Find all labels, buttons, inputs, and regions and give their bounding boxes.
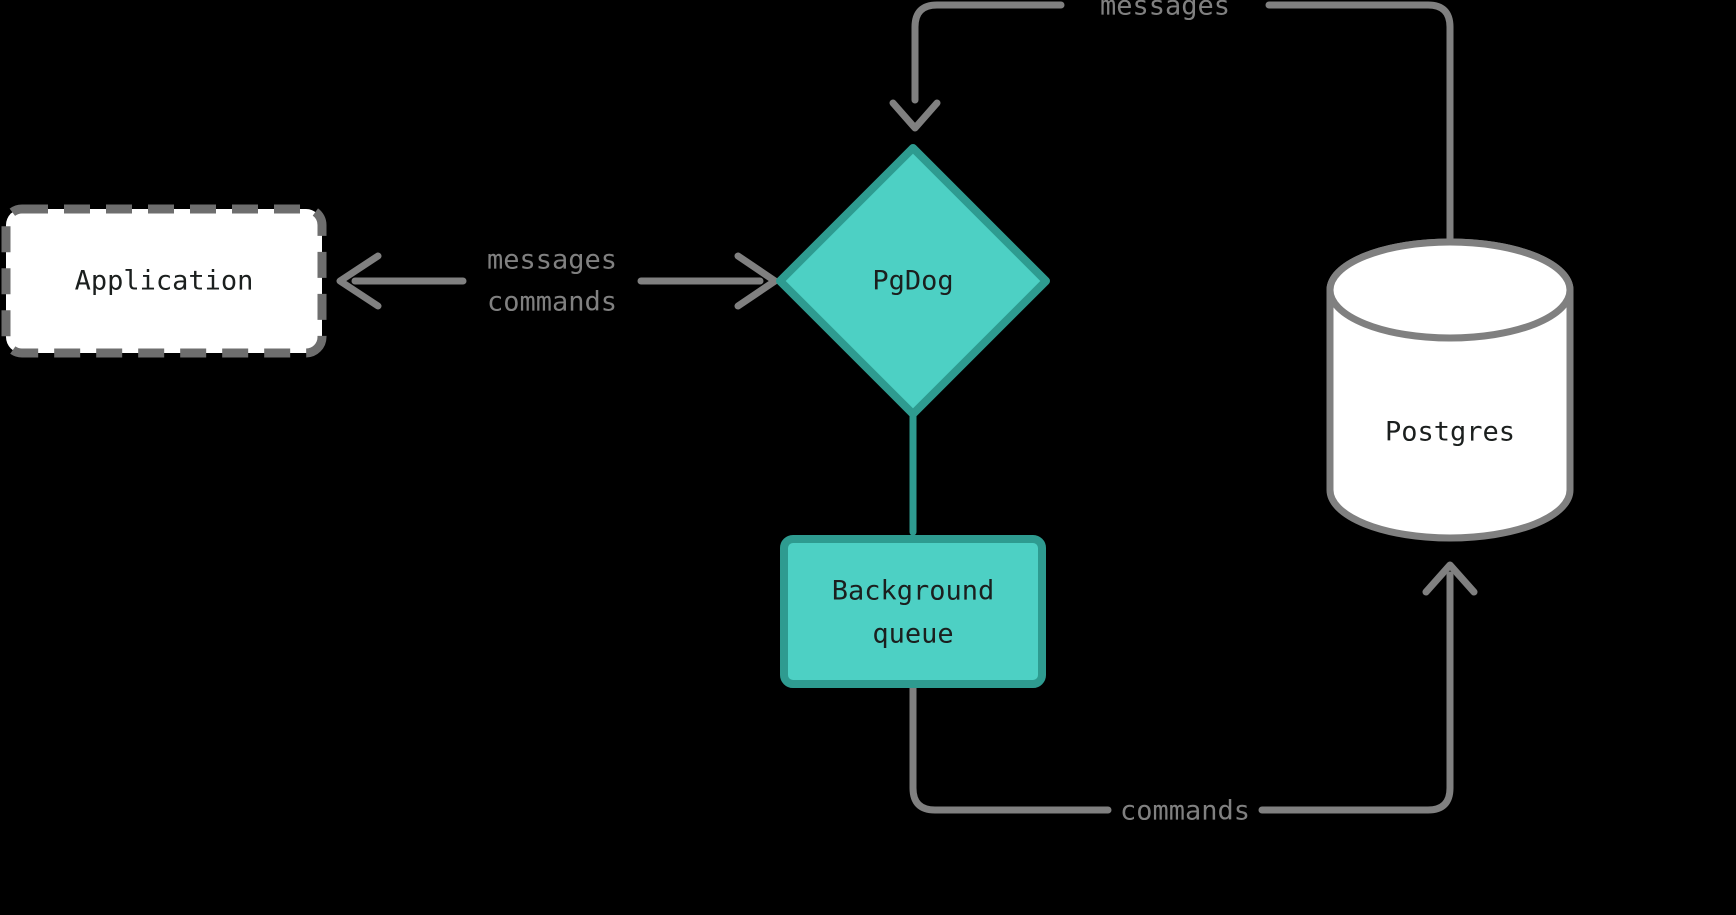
edge-label-messages-left: messages <box>487 245 617 276</box>
edge-application-pgdog: messages commands <box>336 245 779 318</box>
postgres-cylinder-top-rim <box>1326 238 1574 342</box>
edge-queue-to-postgres-line-left <box>909 684 1112 814</box>
node-background-queue[interactable]: Background queue <box>780 535 1046 688</box>
edge-app-pgdog-arrowhead-right <box>734 252 779 310</box>
edge-label-messages-top: messages <box>1100 0 1230 22</box>
edge-app-pgdog-arrowhead-left <box>336 252 382 310</box>
node-application[interactable]: Application <box>1 204 327 358</box>
edge-postgres-to-pgdog-line-right <box>1265 1 1454 272</box>
background-queue-box[interactable] <box>780 535 1046 688</box>
node-pgdog[interactable]: PgDog <box>776 144 1050 418</box>
background-queue-label-line1: Background <box>832 576 995 607</box>
edge-postgres-to-pgdog-arrowhead <box>889 99 941 132</box>
edge-queue-to-postgres-line-right <box>1258 571 1454 814</box>
background-queue-label-line2: queue <box>872 619 953 650</box>
edge-postgres-to-pgdog: messages <box>889 0 1454 272</box>
edge-postgres-to-pgdog-line-left <box>911 1 1065 104</box>
node-postgres[interactable]: Postgres <box>1326 238 1574 542</box>
pgdog-diamond[interactable] <box>776 144 1050 418</box>
edge-label-commands-bottom: commands <box>1120 796 1250 827</box>
edge-label-commands-left: commands <box>487 287 617 318</box>
postgres-label: Postgres <box>1385 417 1515 448</box>
pgdog-label: PgDog <box>872 266 953 297</box>
application-box[interactable] <box>1 204 327 358</box>
application-label: Application <box>75 266 254 297</box>
edge-queue-to-postgres: commands <box>909 561 1478 827</box>
edge-queue-to-postgres-arrowhead <box>1422 561 1478 596</box>
